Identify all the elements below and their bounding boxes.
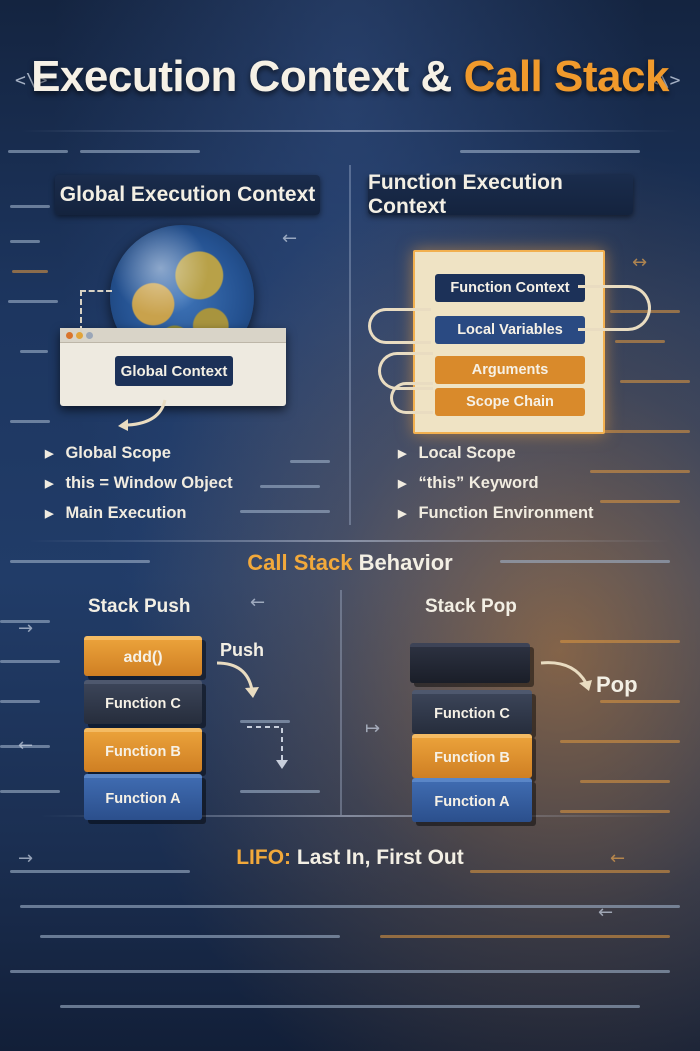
stack-pop-title: Stack Pop	[425, 596, 517, 617]
flow-arrow	[390, 382, 433, 414]
bullet-arrow-icon: ▶	[45, 477, 54, 490]
arguments-box: Arguments	[435, 356, 585, 384]
dashed-arrow-icon	[247, 726, 288, 769]
title-main: Execution Context &	[31, 52, 452, 101]
global-bullet-list: ▶Global Scope ▶this = Window Object ▶Mai…	[45, 438, 233, 528]
stack-block-function-a: Function A	[84, 774, 202, 820]
stack-block-add: add()	[84, 636, 202, 676]
pop-arrow-icon	[540, 661, 592, 691]
list-item: ▶Main Execution	[45, 503, 187, 522]
divider	[340, 590, 342, 815]
function-context-box: Function Context	[435, 274, 585, 302]
stack-block-function-a: Function A	[412, 778, 532, 822]
lifo-caption: LIFO: Last In, First Out	[236, 846, 464, 869]
list-item: ▶“this” Keyword	[398, 473, 539, 492]
bullet-arrow-icon: ▶	[45, 507, 54, 520]
function-bullet-list: ▶Local Scope ▶“this” Keyword ▶Function E…	[398, 438, 594, 528]
title-accent: Call Stack	[463, 52, 670, 101]
bullet-arrow-icon: ▶	[398, 507, 407, 520]
push-arrow-icon	[216, 661, 259, 698]
divider	[20, 130, 680, 132]
stack-block-function-c: Function C	[412, 690, 532, 734]
local-variables-box: Local Variables	[435, 316, 585, 344]
bullet-arrow-icon: ▶	[398, 477, 407, 490]
bullet-arrow-icon: ▶	[398, 447, 407, 460]
push-label: Push	[220, 640, 265, 660]
stack-block-function-b: Function B	[412, 734, 532, 778]
list-item: ▶Local Scope	[398, 443, 516, 462]
function-context-card: Function Context Local Variables Argumen…	[413, 250, 605, 434]
stack-block-function-b: Function B	[84, 728, 202, 772]
global-context-label: Global Context	[115, 356, 233, 386]
code-brackets-icon: <\>	[648, 70, 681, 91]
popped-block	[410, 643, 530, 683]
list-item: ▶this = Window Object	[45, 473, 233, 492]
divider	[40, 815, 660, 817]
divider	[30, 540, 670, 542]
global-context-heading: Global Execution Context	[55, 175, 320, 215]
browser-window: Global Context	[60, 328, 286, 406]
stack-block-function-c: Function C	[84, 680, 202, 724]
bullet-arrow-icon: ▶	[45, 447, 54, 460]
stack-push-title: Stack Push	[88, 596, 191, 617]
flow-arrow	[578, 285, 651, 331]
flow-arrow	[368, 308, 431, 344]
code-brackets-icon: <\>	[15, 70, 48, 91]
pop-label: Pop	[596, 672, 638, 697]
list-item: ▶Global Scope	[45, 443, 171, 462]
page-title: Execution Context & Call Stack	[0, 52, 700, 102]
list-item: ▶Function Environment	[398, 503, 594, 522]
curved-arrow-icon	[118, 399, 167, 431]
dashed-connector	[80, 290, 112, 332]
function-context-heading: Function Execution Context	[368, 171, 633, 218]
divider	[349, 165, 351, 525]
call-stack-heading: Call Stack Behavior	[247, 550, 453, 575]
scope-chain-box: Scope Chain	[435, 388, 585, 416]
window-titlebar	[60, 328, 286, 343]
